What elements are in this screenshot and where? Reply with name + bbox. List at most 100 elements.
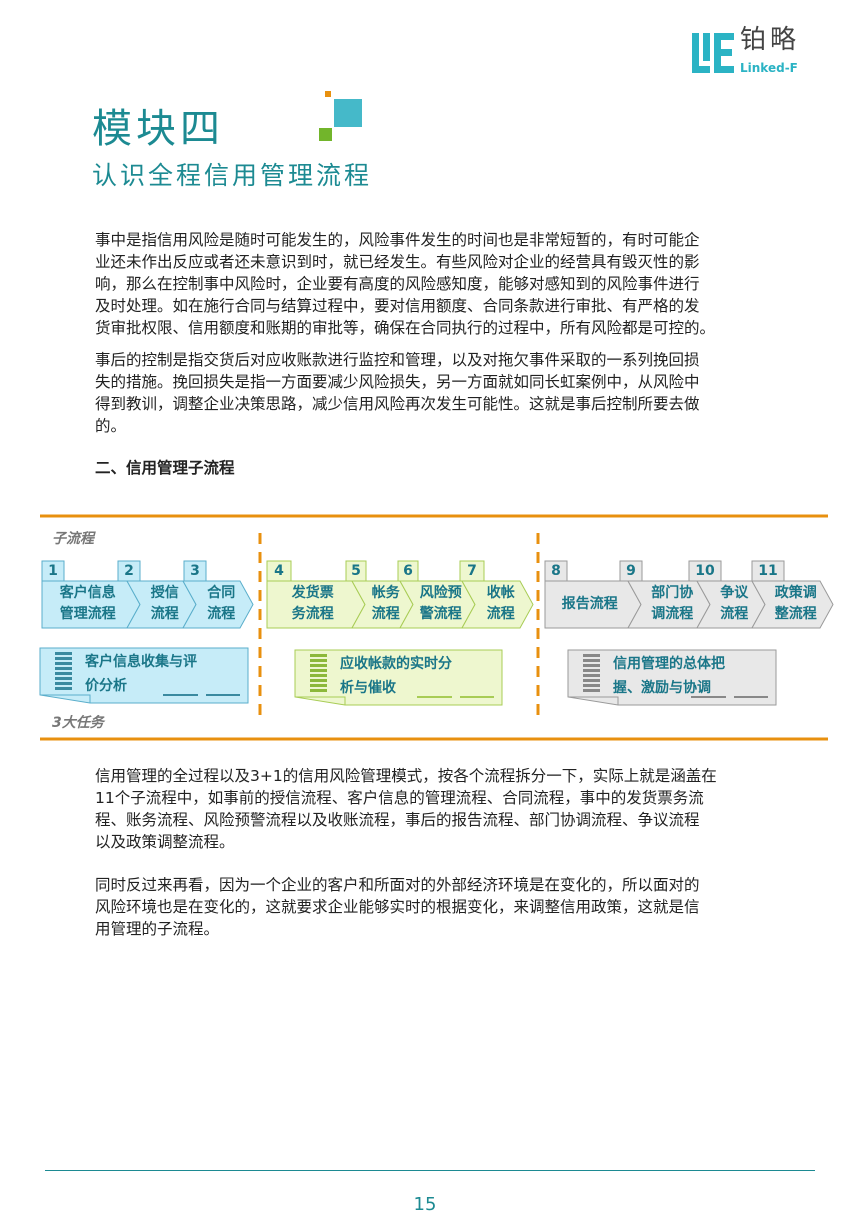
text-line: 得到教训，调整企业决策思路，减少信用风险再次发生可能性。这就是事后控制所要去做 — [95, 395, 700, 413]
step-label: 调流程 — [651, 606, 694, 622]
paragraph-3: 信用管理的全过程以及3+1的信用风险管理模式，按各个流程拆分一下，实际上就是涵盖… — [95, 765, 795, 853]
label-three-tasks: 3大任务 — [52, 715, 104, 731]
document-stack-icon — [583, 684, 600, 687]
document-stack-icon — [583, 674, 600, 677]
process-chevron-7 — [461, 580, 534, 629]
process-chevron-5 — [351, 580, 414, 629]
text-line: 货审批权限、信用额度和账期的审批等，确保在合同执行的过程中，所有风险都是可控的。 — [95, 319, 716, 337]
step-text: 收帐流程 — [475, 583, 527, 625]
step-label: 合同 — [207, 585, 236, 601]
step-number-tab — [41, 560, 65, 582]
text-line: 事中是指信用风险是随时可能发生的，风险事件发生的时间也是非常短暂的，有时可能企 — [95, 231, 700, 249]
task-label: 析与催收 — [340, 680, 396, 696]
process-chevron-2 — [126, 580, 197, 629]
text-line: 11个子流程中，如事前的授信流程、客户信息的管理流程、合同流程，事中的发货票务流 — [95, 789, 704, 807]
step-number-tab — [397, 560, 419, 582]
paragraph-2: 事后的控制是指交货后对应收账款进行监控和管理，以及对拖欠事件采取的一系列挽回损 … — [95, 349, 795, 437]
step-number-tab — [459, 560, 485, 582]
module-subtitle: 认识全程信用管理流程 — [92, 161, 373, 190]
logo-mark-icon — [692, 33, 734, 73]
step-text: 发货票务流程 — [267, 583, 359, 625]
process-chevron-3 — [182, 580, 254, 629]
step-text: 部门协调流程 — [641, 583, 704, 625]
document-stack-icon — [55, 662, 72, 665]
step-number: 7 — [467, 563, 477, 579]
process-chevron-11 — [751, 580, 834, 629]
process-chevron-1 — [41, 580, 141, 629]
step-number: 6 — [403, 563, 413, 579]
text-line: 响，那么在控制事中风险时，企业要有高度的风险感知度，能够对感知到的风险事件进行 — [95, 275, 700, 293]
footer-rule — [45, 1170, 815, 1171]
step-text: 风险预警流程 — [413, 583, 469, 625]
step-label: 警流程 — [419, 606, 462, 622]
step-number: 11 — [758, 563, 778, 579]
text-line: 以及政策调整流程。 — [95, 833, 235, 851]
process-chevron-4 — [266, 580, 366, 629]
document-stack-icon — [310, 669, 327, 672]
step-number: 1 — [48, 563, 58, 579]
step-text: 客户信息管理流程 — [42, 583, 134, 625]
step-label: 流程 — [207, 606, 236, 622]
step-number-tab — [544, 560, 568, 582]
step-text: 帐务流程 — [365, 583, 407, 625]
document-stack-icon — [583, 664, 600, 667]
step-number-tab — [751, 560, 785, 582]
task-box — [39, 647, 249, 704]
page-fold — [295, 696, 346, 705]
step-number: 3 — [190, 563, 200, 579]
step-label: 政策调 — [774, 585, 817, 601]
document-stack-icon — [310, 659, 327, 662]
task-box — [567, 649, 777, 706]
text-line: 信用管理的全过程以及3+1的信用风险管理模式，按各个流程拆分一下，实际上就是涵盖… — [95, 767, 717, 785]
paragraph-1: 事中是指信用风险是随时可能发生的，风险事件发生的时间也是非常短暂的，有时可能企 … — [95, 229, 795, 339]
document-stack-icon — [55, 667, 72, 670]
document-stack-icon — [55, 652, 72, 655]
text-line: 用管理的子流程。 — [95, 920, 220, 938]
logo-brand-en: Linked-F — [740, 61, 798, 75]
step-label: 客户信息 — [59, 585, 116, 601]
step-label: 帐务 — [371, 585, 400, 601]
task-label: 价分析 — [85, 678, 127, 694]
module-title: 模块四 — [92, 106, 224, 152]
step-text: 报告流程 — [545, 594, 635, 615]
document-stack-icon — [583, 679, 600, 682]
step-number-tab — [117, 560, 141, 582]
step-number-tab — [688, 560, 722, 582]
process-chevron-6 — [399, 580, 476, 629]
text-line: 失的措施。挽回损失是指一方面要减少风险损失，另一方面就如同长虹案例中，从风险中 — [95, 373, 700, 391]
step-number: 2 — [124, 563, 134, 579]
task-label: 应收帐款的实时分 — [340, 656, 452, 672]
document-stack-icon — [310, 684, 327, 687]
task-text: 信用管理的总体把握、激励与协调 — [613, 652, 725, 700]
step-number: 4 — [274, 563, 284, 579]
task-label: 信用管理的总体把 — [613, 656, 725, 672]
task-label: 客户信息收集与评 — [85, 654, 197, 670]
step-label: 争议 — [720, 585, 749, 601]
document-stack-icon — [310, 674, 327, 677]
paragraph-4: 同时反过来再看，因为一个企业的客户和所面对的外部经济环境是在变化的，所以面对的 … — [95, 874, 795, 940]
step-text: 政策调整流程 — [765, 583, 827, 625]
process-chevron-9 — [627, 580, 711, 629]
step-label: 流程 — [150, 606, 179, 622]
step-label: 风险预 — [419, 585, 462, 601]
step-text: 合同流程 — [196, 583, 247, 625]
document-stack-icon — [55, 682, 72, 685]
decor-square-teal — [334, 99, 362, 127]
page-fold — [40, 694, 91, 703]
step-text: 授信流程 — [140, 583, 190, 625]
page-fold — [568, 696, 619, 705]
step-label: 部门协 — [651, 585, 694, 601]
text-line: 风险环境也是在变化的，这就要求企业能够实时的根据变化，来调整信用政策，这就是信 — [95, 898, 700, 916]
task-box — [294, 649, 503, 706]
document-stack-icon — [310, 654, 327, 657]
step-label: 流程 — [371, 606, 400, 622]
text-line: 事后的控制是指交货后对应收账款进行监控和管理，以及对拖欠事件采取的一系列挽回损 — [95, 351, 700, 369]
task-label: 握、激励与协调 — [613, 680, 711, 696]
document-stack-icon — [310, 679, 327, 682]
document-stack-icon — [583, 689, 600, 692]
step-label: 管理流程 — [59, 606, 116, 622]
step-label: 授信 — [150, 585, 179, 601]
step-text: 争议流程 — [710, 583, 759, 625]
document-stack-icon — [55, 672, 72, 675]
